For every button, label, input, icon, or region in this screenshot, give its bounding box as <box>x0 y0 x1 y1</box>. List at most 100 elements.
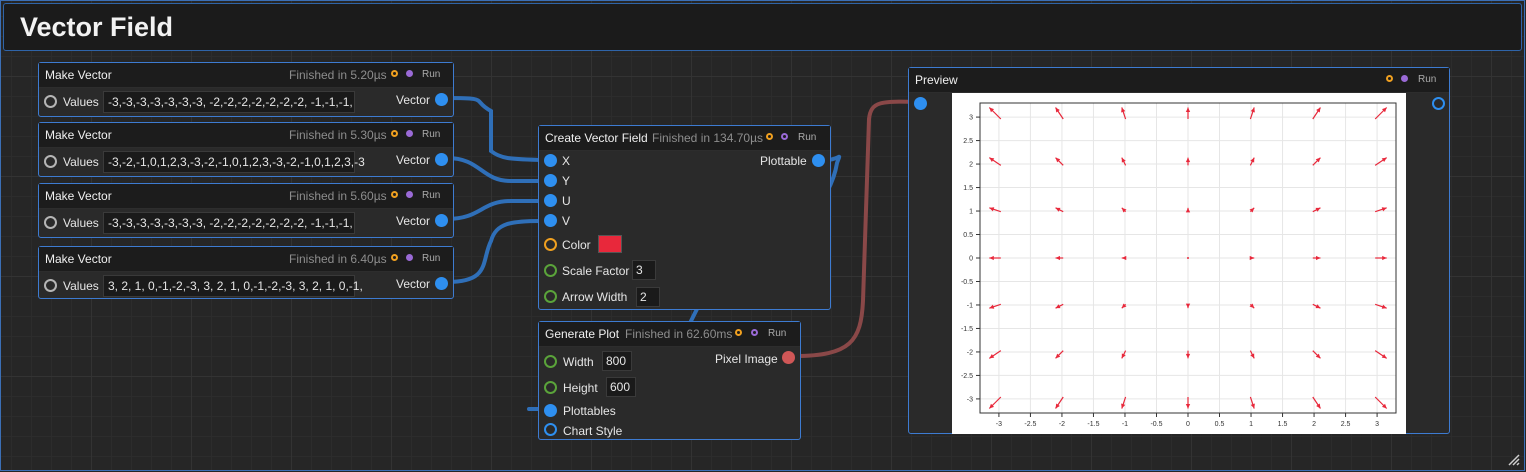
height-input[interactable]: 600 <box>606 377 636 397</box>
make-vector-node-1[interactable]: Make Vector Finished in 5.20µs Run Value… <box>38 62 454 117</box>
color-swatch[interactable] <box>598 235 622 253</box>
values-input-port[interactable] <box>44 95 57 108</box>
v-input-port[interactable] <box>544 214 557 227</box>
run-button[interactable]: Run <box>798 132 817 143</box>
wire-vector3-u <box>445 199 543 221</box>
x-input-label: X <box>562 154 571 168</box>
x-tick-label: 1.5 <box>1278 421 1288 428</box>
vector-output-label: Vector <box>396 277 431 291</box>
node-header[interactable]: Preview Run <box>909 68 1449 93</box>
arrow-head <box>1121 255 1127 261</box>
height-label: Height <box>563 381 598 395</box>
wire-vector1-x <box>445 96 543 162</box>
node-header[interactable]: Generate Plot Finished in 62.60ms Run <box>539 322 800 347</box>
width-input-port[interactable] <box>544 355 557 368</box>
arrow-head <box>1121 207 1127 213</box>
arrow-head <box>1250 403 1255 409</box>
arrow-head <box>1055 255 1061 261</box>
vector-output-port[interactable] <box>435 153 448 166</box>
node-title: Make Vector <box>45 128 112 142</box>
run-button[interactable]: Run <box>422 129 441 140</box>
make-vector-node-4[interactable]: Make Vector Finished in 6.40µs Run Value… <box>38 246 454 299</box>
image-input-port[interactable] <box>914 97 927 110</box>
arrow-head <box>1381 354 1387 359</box>
chart-style-label: Chart Style <box>563 424 623 438</box>
values-input-port[interactable] <box>44 279 57 292</box>
arrow-head <box>1315 157 1321 163</box>
generate-plot-node[interactable]: Generate Plot Finished in 62.60ms Run Pi… <box>538 321 801 440</box>
vector-output-port[interactable] <box>435 277 448 290</box>
window-titlebar: Vector Field <box>3 3 1522 51</box>
scale-input-port[interactable] <box>544 264 557 277</box>
arrow-width-input[interactable]: 2 <box>636 287 660 307</box>
chart-style-input-port[interactable] <box>544 423 557 436</box>
run-button[interactable]: Run <box>422 190 441 201</box>
run-button[interactable]: Run <box>768 328 787 339</box>
y-tick-label: -2.5 <box>961 373 973 380</box>
y-tick-label: 3 <box>969 115 973 122</box>
node-title: Make Vector <box>45 189 112 203</box>
arrow-head <box>1185 207 1191 213</box>
status-ring-icon <box>735 329 742 336</box>
image-output-port[interactable] <box>1432 97 1445 110</box>
height-input-port[interactable] <box>544 381 557 394</box>
run-button[interactable]: Run <box>1418 74 1437 85</box>
status-dot-icon <box>406 254 413 261</box>
node-header[interactable]: Make Vector Finished in 5.30µs Run <box>39 123 453 148</box>
arrow-head <box>1185 404 1191 409</box>
x-tick-label: 2 <box>1312 421 1316 428</box>
arrow-head <box>1185 303 1191 309</box>
node-header[interactable]: Make Vector Finished in 6.40µs Run <box>39 247 453 272</box>
y-tick-label: 1.5 <box>963 185 973 192</box>
arrow-head <box>1250 353 1255 359</box>
u-input-port[interactable] <box>544 194 557 207</box>
values-input[interactable]: -3,-3,-3,-3,-3,-3,-3, -2,-2,-2,-2,-2,-2,… <box>103 91 355 113</box>
values-input-port[interactable] <box>44 216 57 229</box>
run-button[interactable]: Run <box>422 253 441 264</box>
values-input[interactable]: -3,-3,-3,-3,-3,-3,-3, -2,-2,-2,-2,-2,-2,… <box>103 212 355 234</box>
arrow-head <box>1381 403 1387 409</box>
y-tick-label: -0.5 <box>961 279 973 286</box>
values-input[interactable]: -3,-2,-1,0,1,2,3,-3,-2,-1,0,1,2,3,-3,-2,… <box>103 151 365 173</box>
arrow-head <box>1250 107 1255 113</box>
arrow-head <box>1249 207 1255 213</box>
arrow-head <box>1315 255 1321 261</box>
make-vector-node-2[interactable]: Make Vector Finished in 5.30µs Run Value… <box>38 122 454 177</box>
y-input-port[interactable] <box>544 174 557 187</box>
scale-factor-input[interactable]: 3 <box>632 260 656 280</box>
vector-output-label: Vector <box>396 93 431 107</box>
run-button[interactable]: Run <box>422 69 441 80</box>
pixel-image-output-label: Pixel Image <box>715 352 778 366</box>
width-input[interactable]: 800 <box>602 351 632 371</box>
values-input[interactable]: 3, 2, 1, 0,-1,-2,-3, 3, 2, 1, 0,-1,-2,-3… <box>103 275 363 297</box>
node-header[interactable]: Create Vector Field Finished in 134.70µs… <box>539 126 830 151</box>
plottable-output-port[interactable] <box>812 154 825 167</box>
x-input-port[interactable] <box>544 154 557 167</box>
arrow-head <box>1185 157 1191 163</box>
arrow-width-input-port[interactable] <box>544 290 557 303</box>
pixel-image-output-port[interactable] <box>782 351 795 364</box>
vector-output-port[interactable] <box>435 93 448 106</box>
values-label: Values <box>63 279 99 293</box>
plottables-input-port[interactable] <box>544 404 557 417</box>
arrow-head <box>1249 303 1255 309</box>
node-header[interactable]: Make Vector Finished in 5.20µs Run <box>39 63 453 88</box>
y-tick-label: 2 <box>969 162 973 169</box>
create-vector-field-node[interactable]: Create Vector Field Finished in 134.70µs… <box>538 125 831 310</box>
width-label: Width <box>563 355 594 369</box>
node-status: Finished in 5.60µs <box>289 189 387 203</box>
plottable-output-label: Plottable <box>760 154 807 168</box>
arrow-head <box>1315 353 1321 359</box>
x-tick-label: -0.5 <box>1150 421 1162 428</box>
node-header[interactable]: Make Vector Finished in 5.60µs Run <box>39 184 453 209</box>
color-input-port[interactable] <box>544 238 557 251</box>
x-tick-label: -3 <box>996 421 1002 428</box>
arrow-head <box>1121 303 1127 309</box>
resize-grip-icon[interactable] <box>1508 454 1520 466</box>
make-vector-node-3[interactable]: Make Vector Finished in 5.60µs Run Value… <box>38 183 454 238</box>
vector-output-port[interactable] <box>435 214 448 227</box>
node-status: Finished in 5.20µs <box>289 68 387 82</box>
values-input-port[interactable] <box>44 155 57 168</box>
